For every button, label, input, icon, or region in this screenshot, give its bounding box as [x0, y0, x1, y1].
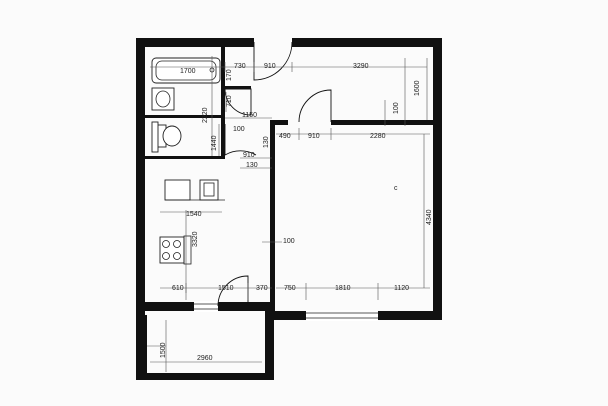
burner-icon [173, 240, 181, 248]
wall-top-left [136, 38, 254, 47]
dim-room-top-right: 1600 [414, 80, 421, 96]
dim-wc-door: 910 [243, 152, 255, 159]
dim-bottom-750: 750 [284, 285, 296, 292]
dim-door-top: 910 [264, 63, 276, 70]
dim-wc-gap: 100 [233, 126, 245, 133]
wall-balcony-bottom [136, 373, 274, 380]
dim-partition: 100 [283, 238, 295, 245]
dim-room-door: 910 [308, 133, 320, 140]
room-mark: c [394, 185, 398, 192]
stove-side [183, 235, 192, 265]
wall-room-top-a [270, 120, 288, 125]
door-balcony [217, 275, 249, 307]
wall-room-left [270, 120, 275, 312]
dim-bottom-right: 1120 [394, 285, 409, 292]
dim-kitchen-depth: 3320 [192, 231, 199, 247]
dim-wc-height: 1440 [211, 135, 218, 151]
dim-balcony-width: 2960 [197, 355, 213, 362]
wall-top-right [292, 38, 442, 47]
dim-corridor-top: 730 [234, 63, 246, 70]
dimension-lines [147, 56, 430, 372]
dim-bath-width: 1700 [180, 68, 196, 75]
dim-bottom-door: 1510 [218, 285, 234, 292]
burner-icon [162, 252, 170, 260]
dim-bath-depth: 1150 [242, 112, 257, 119]
bathtub-inner [155, 60, 217, 81]
wall-bath-wc [145, 115, 221, 118]
door-bathroom [224, 88, 252, 116]
windows [194, 301, 378, 321]
dim-room-top-right2: 100 [393, 102, 400, 114]
kitchen-sink-bowl [203, 182, 215, 197]
bathtub [151, 57, 221, 84]
burner-icon [173, 252, 181, 260]
wall-bath-right [221, 47, 225, 159]
dim-kitchen-width: 1540 [186, 211, 202, 218]
toilet-bowl [162, 125, 182, 147]
dim-balcony-height: 1500 [160, 342, 167, 358]
stove [159, 236, 185, 264]
door-room [298, 89, 332, 123]
dim-bath-height: 2220 [202, 107, 209, 123]
wall-corridor-stub [225, 86, 251, 89]
dimension-labels: 1700 730 910 3290 2220 710 170 1150 1440… [160, 63, 433, 362]
wall-wc-bottom [145, 156, 225, 159]
dim-bath-small2: 170 [226, 69, 233, 81]
window-room [306, 310, 378, 321]
kitchen-counter [164, 179, 191, 201]
wall-left [136, 38, 145, 380]
dim-room-top: 3290 [353, 63, 369, 70]
wall-right [433, 38, 442, 320]
sink-bowl [155, 90, 171, 108]
wall-room-top-b [331, 120, 434, 125]
burner-icon [162, 240, 170, 248]
dim-bath-small: 710 [226, 95, 233, 107]
toilet-cistern [151, 121, 159, 153]
door-wc [224, 124, 257, 156]
wall-balcony-right [265, 302, 274, 380]
partitions [145, 47, 434, 312]
wall-balcony-left [143, 315, 147, 377]
dim-bottom-370: 370 [256, 285, 268, 292]
dim-bottom-left: 610 [172, 285, 184, 292]
dim-room-height: 4340 [426, 209, 433, 225]
dim-window-width: 1810 [335, 285, 351, 292]
dim-wall-490: 490 [279, 133, 291, 140]
outer-walls [136, 38, 442, 380]
doors [217, 41, 332, 307]
fixtures [151, 57, 225, 265]
dim-room-width: 2280 [370, 133, 386, 140]
door-entrance [253, 41, 293, 81]
dim-step: 130 [246, 162, 258, 169]
window-kitchen [194, 301, 218, 312]
dim-130-v: 130 [263, 136, 270, 148]
